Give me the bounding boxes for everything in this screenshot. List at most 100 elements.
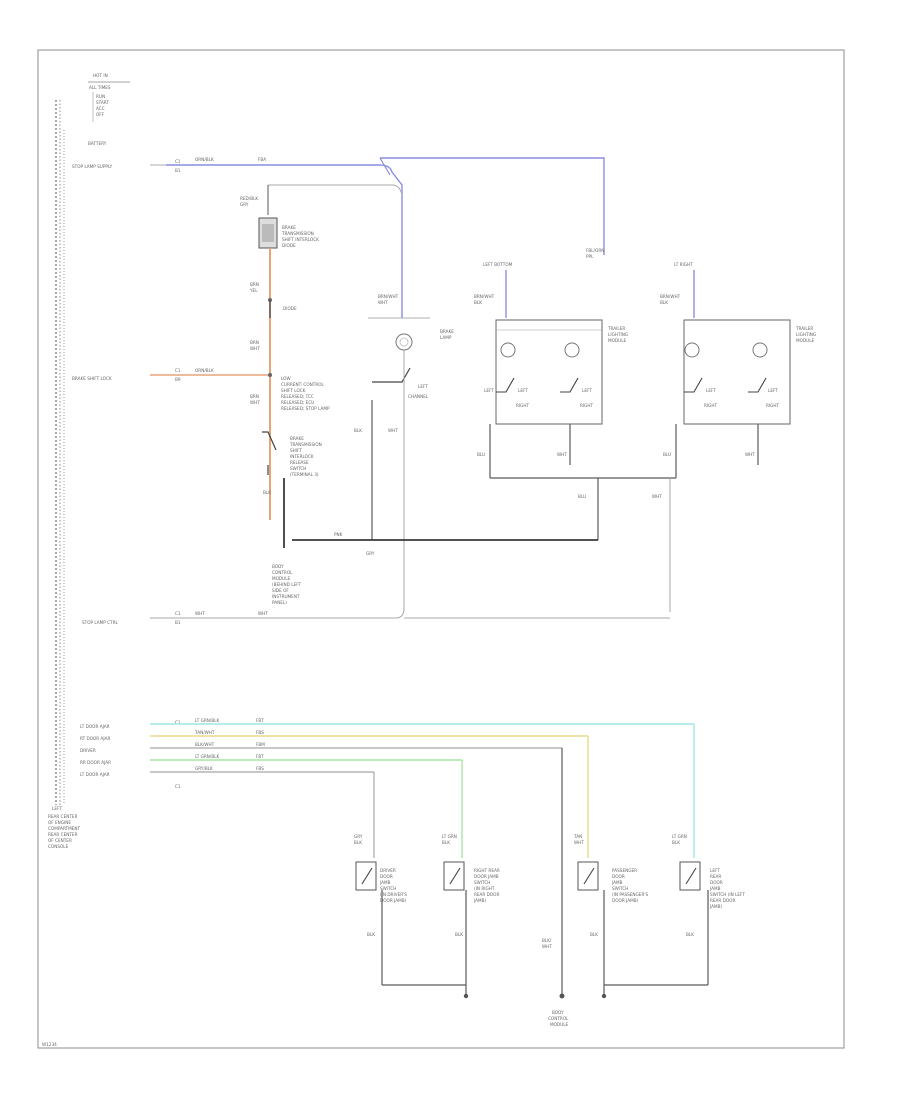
svg-text:LEFT: LEFT [710,868,720,873]
svg-text:HOT IN: HOT IN [93,73,108,78]
svg-text:BLK: BLK [455,932,463,937]
svg-text:DIODE: DIODE [282,243,296,248]
diagram-frame [37,49,845,1049]
door-switch-circuits: LT DOOR AJAR RT DOOR AJAR DRIVER RR DOOR… [80,718,695,995]
svg-text:JAMB: JAMB [709,886,721,891]
svg-text:(BEHIND LEFT: (BEHIND LEFT [272,582,302,587]
svg-text:REAR DOOR: REAR DOOR [710,898,735,903]
svg-text:(IN DRIVER'S: (IN DRIVER'S [380,892,407,897]
svg-text:START: START [96,100,109,105]
svg-text:CONTROL: CONTROL [548,1016,569,1021]
svg-text:ALL TIMES: ALL TIMES [89,85,111,90]
svg-text:REAR CENTER: REAR CENTER [48,832,78,837]
svg-text:BLK: BLK [660,300,668,305]
svg-text:BRAKE: BRAKE [440,329,454,334]
svg-text:RR DOOR AJAR: RR DOOR AJAR [80,760,111,765]
svg-text:DRIVER: DRIVER [380,868,396,873]
svg-text:GRY/BLK: GRY/BLK [195,766,213,771]
svg-text:FBA: FBA [258,157,266,162]
svg-text:INSTRUMENT: INSTRUMENT [272,594,300,599]
right-rear-door-switch: LT GRN BLK RIGHT REAR DOOR JAMB SWITCH (… [442,834,500,999]
svg-text:LT GRN: LT GRN [442,834,457,839]
svg-text:DIODE: DIODE [283,306,297,311]
svg-text:BRAKE: BRAKE [290,436,304,441]
passenger-door-switch: TAN WHT PASSENGER DOOR JAMB SWITCH (IN P… [573,834,648,999]
svg-text:GRY: GRY [366,551,375,556]
svg-text:RIGHT REAR: RIGHT REAR [474,868,500,873]
svg-text:LIGHTING: LIGHTING [796,332,816,337]
svg-text:YEL: YEL [249,288,258,293]
svg-text:SHIFT: SHIFT [290,448,302,453]
svg-text:BRN: BRN [250,394,259,399]
footer-code: W1234 [42,1042,57,1047]
svg-text:RELEASED; ECU: RELEASED; ECU [281,400,314,405]
svg-text:JAMB: JAMB [379,880,391,885]
svg-text:BLK: BLK [686,932,694,937]
svg-text:C1: C1 [175,611,181,616]
svg-text:OF ENGINE: OF ENGINE [48,820,71,825]
svg-text:C1: C1 [175,159,181,164]
svg-text:OF CENTER: OF CENTER [48,838,72,843]
svg-text:STOP LAMP SUPPLY: STOP LAMP SUPPLY [72,164,113,169]
svg-text:BLU: BLU [477,452,485,457]
svg-text:DOOR JAMB: DOOR JAMB [474,874,499,879]
svg-text:CONTROL: CONTROL [272,570,293,575]
svg-text:LEFT: LEFT [768,388,778,393]
svg-text:WHT: WHT [388,428,398,433]
svg-text:STOP LAMP CTRL: STOP LAMP CTRL [82,620,119,625]
svg-text:FBT: FBT [256,754,264,759]
svg-text:DOOR: DOOR [710,880,723,885]
ground-bus: LEFT REAR CENTER OF ENGINE COMPARTMENT R… [48,100,81,849]
svg-text:FBT: FBT [256,718,264,723]
svg-text:B1: B1 [175,620,181,625]
svg-text:COMPARTMENT: COMPARTMENT [48,826,81,831]
svg-text:LEFT: LEFT [418,384,428,389]
svg-text:REAR: REAR [710,874,721,879]
stop-lamp-ctrl-circuit: STOP LAMP CTRL C1 B1 WHT WHT [82,607,670,625]
svg-text:REAR CENTER: REAR CENTER [48,814,78,819]
svg-text:INTERLOCK: INTERLOCK [290,454,314,459]
svg-text:MODULE: MODULE [608,338,627,343]
svg-text:WHT: WHT [557,452,567,457]
svg-text:WHT: WHT [195,611,205,616]
svg-text:BRAKE: BRAKE [282,225,296,230]
svg-text:LEFT: LEFT [582,388,592,393]
svg-text:MODULE: MODULE [272,576,291,581]
svg-text:C1: C1 [175,368,181,373]
svg-text:PASSENGER: PASSENGER [612,868,637,873]
svg-text:SIDE OF: SIDE OF [272,588,289,593]
svg-text:DOOR: DOOR [380,874,393,879]
svg-text:(IN PASSENGER'S: (IN PASSENGER'S [612,892,648,897]
svg-text:FBM: FBM [256,742,265,747]
svg-text:BLK/WHT: BLK/WHT [195,742,215,747]
svg-text:TAN: TAN [573,834,582,839]
svg-text:LT GRN/BLK: LT GRN/BLK [195,754,220,759]
svg-text:LIGHTING: LIGHTING [608,332,628,337]
lamp-return-wiring: BLU WHT PNK GRY [292,477,676,612]
svg-text:SHIFT LOCK: SHIFT LOCK [281,388,306,393]
svg-text:LT GRN: LT GRN [672,834,687,839]
svg-text:DRIVER: DRIVER [80,748,96,753]
high-mount-stop-lamp: BRN/WHT WHT BRAKE LAMP LEFT CHANNEL BLK … [354,294,454,610]
svg-text:SWITCH: SWITCH [474,880,490,885]
svg-text:CHANNEL: CHANNEL [408,394,429,399]
svg-text:DOOR: DOOR [612,874,625,879]
svg-text:FBL/ORN: FBL/ORN [586,248,604,253]
svg-text:SWITCH (IN LEFT: SWITCH (IN LEFT [710,892,745,897]
svg-text:WHT: WHT [745,452,755,457]
svg-text:TRAILER: TRAILER [795,326,813,331]
svg-text:BRN/WHT: BRN/WHT [660,294,681,299]
svg-text:BLK/: BLK/ [542,938,552,943]
svg-text:LEFT: LEFT [52,806,62,811]
svg-text:C1: C1 [175,720,181,725]
svg-text:RUN: RUN [96,94,105,99]
svg-text:FBS: FBS [256,766,264,771]
svg-text:WHT: WHT [378,300,388,305]
svg-text:LEFT: LEFT [706,388,716,393]
svg-text:ORN/BLK: ORN/BLK [195,368,214,373]
svg-text:BRN: BRN [250,282,259,287]
svg-text:WHT: WHT [250,346,260,351]
svg-text:PANEL): PANEL) [272,600,287,605]
svg-text:LOW: LOW [281,376,291,381]
svg-text:LT DOOR AJAR: LT DOOR AJAR [80,724,110,729]
